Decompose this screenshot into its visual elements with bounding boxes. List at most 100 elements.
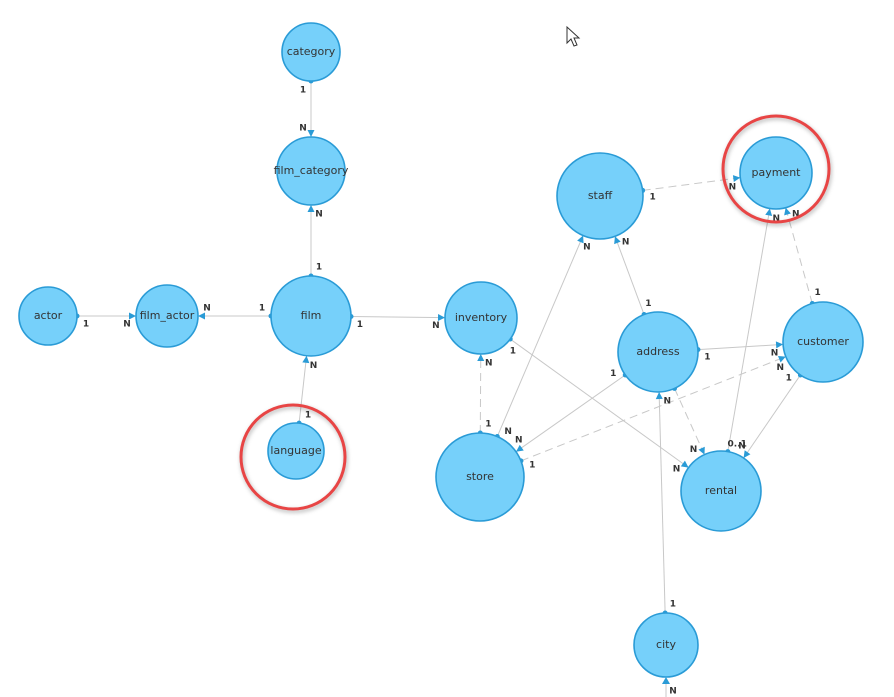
arrow-icon: [765, 208, 773, 216]
cardinality-label: 1: [645, 299, 651, 309]
edge-line[interactable]: [697, 343, 784, 351]
edge-line[interactable]: [298, 355, 308, 424]
node-circle[interactable]: [556, 152, 644, 240]
edge-film-film_actor[interactable]: 1N: [198, 304, 274, 320]
node-rental[interactable]: rental: [680, 450, 762, 532]
edge-line[interactable]: [350, 315, 446, 319]
highlight-ring: [721, 114, 831, 224]
node-circle[interactable]: [739, 136, 813, 210]
cardinality-label: N: [738, 442, 746, 452]
edge-address-rental[interactable]: N: [672, 385, 705, 455]
edge-address-staff[interactable]: 1N: [614, 236, 652, 318]
node-category[interactable]: category: [281, 22, 341, 82]
node-language[interactable]: language: [239, 403, 347, 511]
cardinality-label: N: [622, 237, 630, 247]
node-label: film: [301, 309, 322, 322]
offscreen-edge: N: [662, 677, 677, 697]
cardinality-label: N: [315, 210, 323, 220]
edge-line[interactable]: [743, 374, 801, 459]
node-label: city: [656, 638, 676, 651]
cardinality-label: 1: [529, 461, 535, 471]
cardinality-label: 1: [649, 193, 655, 203]
node-circle[interactable]: [782, 301, 864, 383]
arrow-icon: [743, 450, 751, 458]
cardinality-label: N: [777, 363, 785, 373]
node-label: customer: [797, 335, 849, 348]
node-label: actor: [34, 309, 63, 322]
edge-customer-rental[interactable]: 1N: [738, 372, 803, 459]
arrow-icon: [784, 207, 791, 216]
cardinality-label: N: [299, 124, 307, 134]
arrow-icon: [307, 205, 315, 212]
node-store[interactable]: store: [435, 432, 525, 522]
edge-line[interactable]: [614, 236, 645, 315]
cardinality-label: N: [504, 427, 512, 437]
mouse-cursor-icon: [566, 25, 581, 47]
cardinality-label: N: [123, 320, 131, 330]
node-staff[interactable]: staff: [556, 152, 644, 240]
edge-line[interactable]: [509, 338, 689, 469]
node-customer[interactable]: customer: [782, 301, 864, 383]
cardinality-label: N: [673, 464, 681, 474]
edge-city-address[interactable]: 1N: [655, 391, 676, 616]
node-label: store: [466, 470, 494, 483]
node-label: address: [636, 345, 679, 358]
cardinality-label: 0..1: [728, 440, 747, 450]
cardinality-label: N: [515, 435, 523, 445]
edge-customer-payment[interactable]: 1N: [784, 207, 821, 306]
cardinality-label: N: [432, 321, 440, 331]
node-circle[interactable]: [276, 136, 346, 206]
node-circle[interactable]: [680, 450, 762, 532]
edge-line[interactable]: [658, 391, 666, 614]
node-circle[interactable]: [435, 432, 525, 522]
arrow-icon: [477, 353, 485, 362]
edge-line[interactable]: [496, 235, 584, 437]
node-circle[interactable]: [18, 286, 78, 346]
arrow-icon: [732, 175, 741, 183]
node-circle[interactable]: [281, 22, 341, 82]
arrow-icon: [437, 313, 446, 321]
cardinality-label: 1: [786, 373, 792, 383]
cardinality-label: 1: [259, 304, 265, 314]
node-circle[interactable]: [617, 311, 699, 393]
cardinality-label: 1: [300, 86, 306, 96]
edge-category-film_category[interactable]: 1N: [299, 78, 315, 138]
edge-film-film_category[interactable]: 1N: [307, 205, 323, 279]
edge-line[interactable]: [785, 207, 813, 304]
node-circle[interactable]: [444, 281, 518, 355]
edge-line[interactable]: [727, 208, 771, 452]
cardinality-label: 1: [814, 288, 820, 298]
arrow-icon: [655, 391, 663, 400]
arrow-icon: [662, 677, 670, 684]
node-film[interactable]: film: [270, 275, 352, 357]
edge-language-film[interactable]: 1N: [296, 355, 318, 426]
arrow-icon: [577, 235, 584, 244]
edge-address-store[interactable]: 1N: [515, 369, 628, 453]
node-inventory[interactable]: inventory: [444, 281, 518, 355]
edge-store-inventory[interactable]: 1N: [477, 353, 492, 436]
node-label: film_category: [274, 164, 349, 177]
node-film_category[interactable]: film_category: [274, 136, 349, 206]
node-city[interactable]: city: [633, 612, 699, 678]
highlight-ring: [239, 403, 347, 511]
cardinality-label: N: [729, 182, 737, 192]
node-circle[interactable]: [270, 275, 352, 357]
node-payment[interactable]: payment: [721, 114, 831, 224]
cardinality-label: 1: [83, 320, 89, 330]
node-address[interactable]: address: [617, 311, 699, 393]
node-circle[interactable]: [135, 284, 199, 348]
node-label: language: [270, 444, 321, 457]
node-label: category: [287, 45, 336, 58]
node-actor[interactable]: actor: [18, 286, 78, 346]
node-label: staff: [588, 189, 613, 202]
arrow-icon: [614, 236, 621, 245]
cardinality-label: N: [771, 348, 779, 358]
node-circle[interactable]: [267, 422, 325, 480]
edge-line[interactable]: [515, 374, 626, 453]
node-film_actor[interactable]: film_actor: [135, 284, 199, 348]
